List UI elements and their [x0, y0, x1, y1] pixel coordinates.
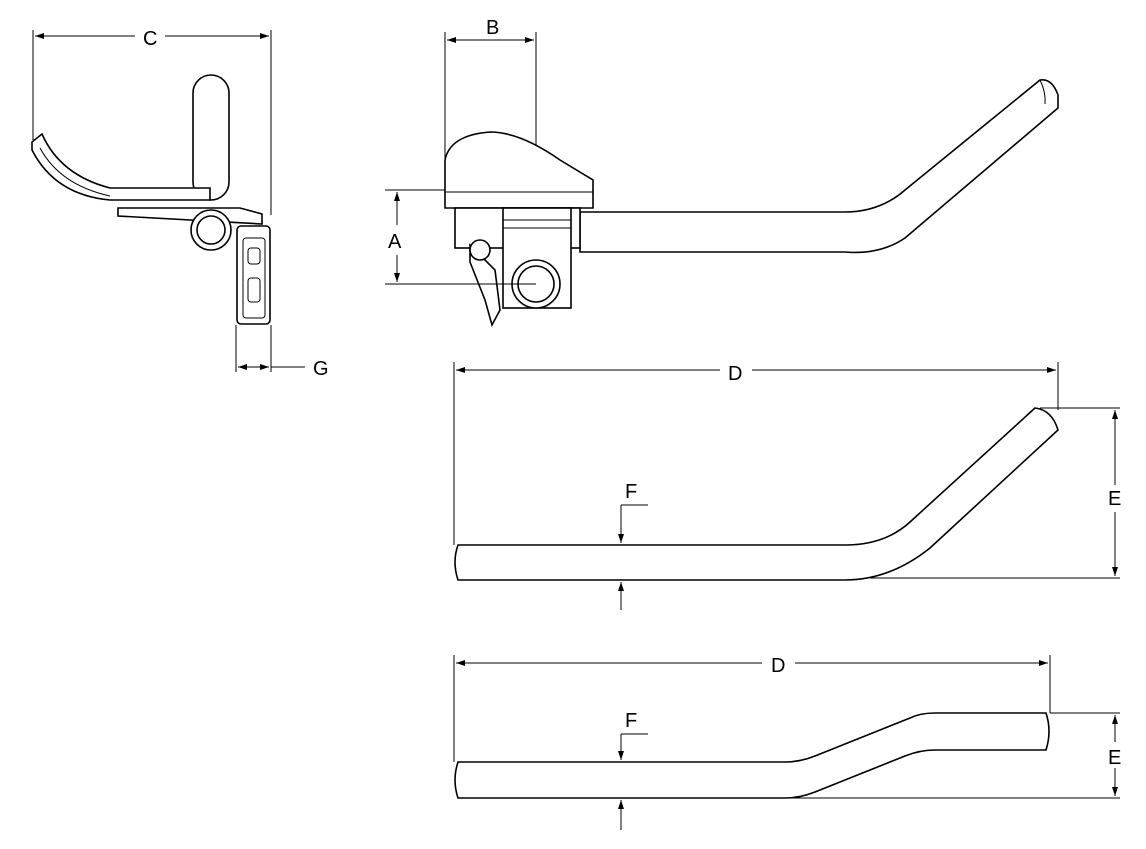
- side-view: C G: [31, 28, 329, 380]
- dim-f-label: F: [625, 481, 637, 503]
- dim-a-label: A: [388, 231, 402, 253]
- dim-e-label: E: [1108, 488, 1121, 510]
- extension-top-view: D E F: [453, 362, 1121, 610]
- dim-f-label-bottom: F: [625, 710, 637, 732]
- dim-b-label: B: [486, 17, 499, 39]
- dim-g-label: G: [313, 358, 329, 380]
- dim-d-label: D: [728, 363, 742, 385]
- dim-c-label: C: [143, 28, 157, 50]
- dim-d-label-bottom: D: [771, 655, 785, 677]
- front-view: B A: [385, 17, 1059, 328]
- extension-bottom-view: D E F: [453, 655, 1121, 830]
- dim-e-label-bottom: E: [1108, 747, 1121, 769]
